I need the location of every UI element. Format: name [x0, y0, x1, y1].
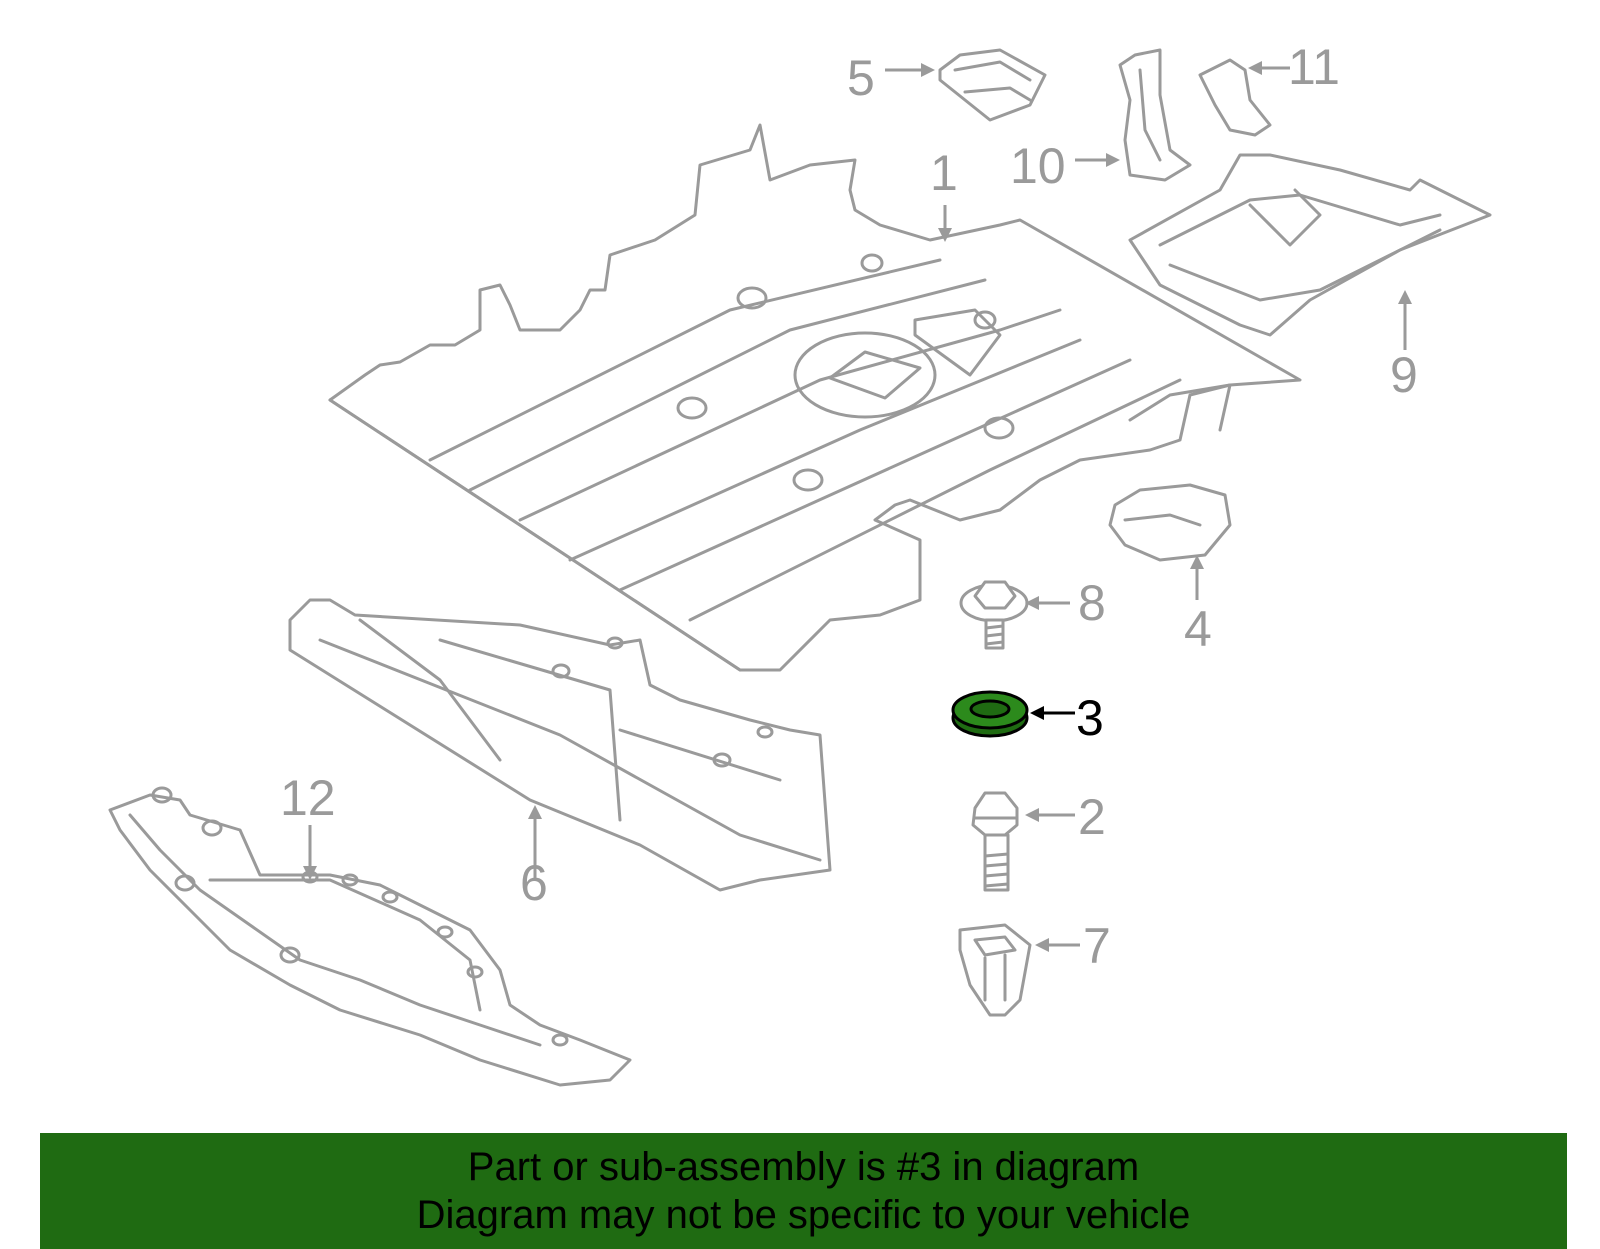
part-5-bracket [938, 48, 1047, 122]
part-10-bracket [1118, 48, 1192, 182]
callout-7: 7 [1083, 918, 1111, 974]
part-3-washer [951, 690, 1075, 738]
callout-5: 5 [847, 50, 875, 106]
callout-6: 6 [520, 855, 548, 911]
part-8-bolt [959, 580, 1070, 650]
banner-line-1: Part or sub-assembly is #3 in diagram [467, 1145, 1140, 1189]
callout-11: 11 [1288, 39, 1340, 95]
part-2-bolt [971, 791, 1075, 892]
callout-4: 4 [1184, 601, 1212, 657]
part-1-underbody-shield [328, 123, 1302, 672]
callout-1: 1 [930, 145, 958, 201]
callout-9: 9 [1390, 347, 1418, 403]
part-6-shield [288, 598, 832, 892]
part-7-clip [958, 923, 1080, 1017]
banner-line-2: Diagram may not be specific to your vehi… [416, 1193, 1191, 1237]
callout-8: 8 [1078, 575, 1106, 631]
part-9-rear-panel [1128, 153, 1492, 350]
callout-10: 10 [1010, 138, 1066, 194]
callout-12: 12 [280, 770, 336, 826]
leader-arrows [885, 61, 1290, 600]
part-11-bracket [1198, 58, 1272, 137]
part-4-cover [1108, 483, 1232, 562]
part-12-bracket [108, 786, 632, 1087]
callout-2: 2 [1078, 789, 1106, 845]
callout-labels: 1 2 3 4 5 6 7 8 9 10 11 12 [280, 39, 1418, 974]
info-banner: Part or sub-assembly is #3 in diagram Di… [40, 1133, 1567, 1249]
callout-3: 3 [1076, 690, 1104, 746]
